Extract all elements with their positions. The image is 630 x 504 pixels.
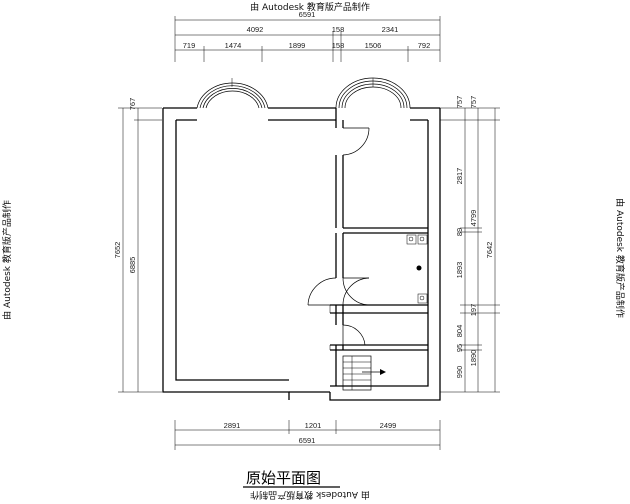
building-walls xyxy=(162,107,441,401)
right-dim-757a: 757 xyxy=(455,96,464,109)
watermark-top: 由 Autodesk 教育版产品制作 xyxy=(250,1,370,13)
top-dim-719: 719 xyxy=(183,41,196,50)
right-dim-4799: 4799 xyxy=(469,210,478,227)
top-dim-1899: 1899 xyxy=(289,41,306,50)
top-dim-1506: 1506 xyxy=(365,41,382,50)
bottom-dim-1201: 1201 xyxy=(305,421,322,430)
right-dim-804: 804 xyxy=(455,325,464,338)
bathroom-fixtures xyxy=(406,234,428,304)
stairs xyxy=(342,355,386,391)
top-dimension-lines xyxy=(174,16,441,62)
bay-window-right xyxy=(335,77,411,109)
right-dim-2817: 2817 xyxy=(455,168,464,185)
left-dim-6885: 6885 xyxy=(128,257,137,274)
door-middle xyxy=(307,277,370,306)
bottom-dimension-lines xyxy=(174,420,441,450)
top-dim-4092: 4092 xyxy=(247,25,264,34)
watermark-right: 由 Autodesk 教育版产品制作 xyxy=(614,198,626,318)
door-upper xyxy=(342,127,370,156)
watermark-left: 由 Autodesk 教育版产品制作 xyxy=(1,200,13,320)
door-lower xyxy=(342,324,366,346)
right-dim-89: 89 xyxy=(455,228,464,236)
drawing-title: 原始平面图 xyxy=(246,469,321,487)
bottom-dim-2499: 2499 xyxy=(380,421,397,430)
top-overall-dim: 6591 xyxy=(299,10,316,19)
top-dim-792: 792 xyxy=(418,41,431,50)
left-dim-7652: 7652 xyxy=(113,242,122,259)
bottom-dim-2891: 2891 xyxy=(224,421,241,430)
right-dim-990: 990 xyxy=(455,366,464,379)
top-dim-2341: 2341 xyxy=(382,25,399,34)
right-dim-757b: 757 xyxy=(469,96,478,109)
right-dim-197: 197 xyxy=(469,304,478,317)
bottom-dim-overall: 6591 xyxy=(299,436,316,445)
right-dim-7642: 7642 xyxy=(485,242,494,259)
watermark-bottom: 由 Autodesk 教育版产品制作 xyxy=(250,489,370,501)
right-dim-1890: 1890 xyxy=(469,350,478,367)
right-dimension-lines xyxy=(440,107,500,393)
bay-window-left xyxy=(196,78,269,109)
top-dim-158: 158 xyxy=(332,25,345,34)
left-dimension-lines xyxy=(118,107,162,393)
top-dim-1474: 1474 xyxy=(225,41,242,50)
right-dim-95: 95 xyxy=(455,344,464,352)
top-dim-158b: 158 xyxy=(332,41,345,50)
right-dim-1893: 1893 xyxy=(455,262,464,279)
left-dim-767: 767 xyxy=(128,98,137,111)
